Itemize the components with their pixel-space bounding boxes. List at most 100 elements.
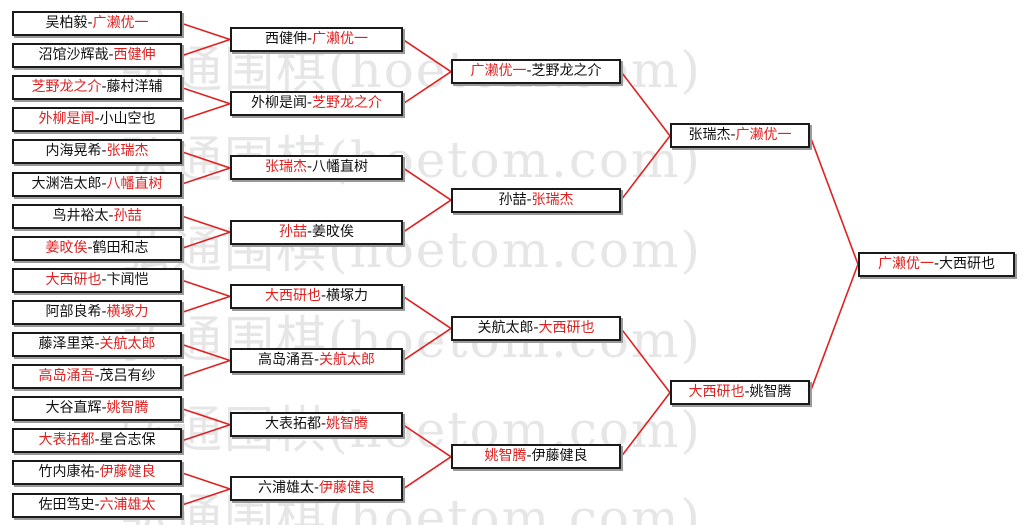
winner-name: 姚智腾	[484, 448, 527, 465]
match-box-round-2: 孙喆-姜旼俟	[230, 219, 403, 245]
match-box-round-3: 广濑优一-芝野龙之介	[451, 59, 621, 85]
player-name: 藤泽里菜	[38, 336, 95, 352]
player-name: 伊藤健良	[531, 448, 588, 465]
player-name: 茂吕有纱	[99, 368, 156, 385]
winner-name: 伊藤健良	[319, 480, 376, 497]
winner-name: 芝野龙之介	[31, 79, 102, 96]
winner-name: 广濑优一	[470, 63, 527, 80]
bracket-connector	[181, 86, 231, 105]
versus-separator: -	[730, 127, 736, 144]
versus-separator: -	[526, 63, 532, 80]
versus-separator: -	[94, 464, 100, 481]
bracket-connector	[402, 199, 452, 233]
bracket-connector	[181, 472, 231, 490]
winner-name: 芝野龙之介	[312, 95, 383, 112]
versus-separator: -	[101, 271, 107, 288]
versus-separator: -	[101, 400, 107, 417]
versus-separator: -	[94, 368, 100, 385]
versus-separator: -	[306, 31, 313, 48]
match-box-round-1: 佐田笃史-六浦雄太	[12, 492, 182, 518]
versus-separator: -	[87, 15, 93, 31]
match-box-round-2: 六浦雄太-伊藤健良	[230, 476, 403, 502]
winner-name: 张瑞杰	[106, 143, 149, 160]
match-box-round-2: 外柳是闻-芝野龙之介	[230, 91, 403, 117]
match-box-round-3: 关航太郎-大西研也	[451, 315, 621, 341]
bracket-connector	[181, 215, 231, 233]
versus-separator: -	[306, 95, 313, 112]
versus-separator: -	[526, 191, 532, 208]
match-box-round-3: 孙喆-张瑞杰	[451, 187, 621, 213]
versus-separator: -	[101, 175, 107, 192]
winner-name: 大表拓都	[38, 432, 95, 449]
match-box-round-1: 高岛涌吾-茂吕有纱	[12, 364, 182, 390]
versus-separator: -	[94, 496, 100, 513]
match-box-round-4: 大西研也-姚智腾	[670, 380, 810, 406]
bracket-connector	[620, 135, 671, 201]
match-box-round-1: 外柳是闻-小山空也	[12, 107, 182, 133]
match-box-round-3: 姚智腾-伊藤健良	[451, 444, 621, 470]
bracket-connector	[402, 295, 452, 330]
player-name: 卞闻恺	[106, 271, 149, 288]
match-box-round-1: 内海晃希-张瑞杰	[12, 139, 182, 165]
player-name: 姚智腾	[749, 384, 792, 401]
bracket-connector	[181, 38, 231, 57]
match-box-round-2: 大西研也-横塚力	[230, 283, 403, 309]
match-box-round-1: 大谷直辉-姚智腾	[12, 396, 182, 422]
match-box-round-1: 大西研也-卞闻恺	[12, 267, 182, 293]
bracket-connector	[181, 102, 231, 121]
versus-separator: -	[94, 336, 100, 352]
winner-name: 大西研也	[688, 384, 745, 401]
player-name: 横塚力	[326, 287, 369, 304]
player-name: 吴柏毅	[45, 15, 88, 31]
versus-separator: -	[533, 319, 539, 336]
winner-name: 关航太郎	[319, 352, 376, 369]
winner-name: 张瑞杰	[531, 191, 574, 208]
bracket-connector	[402, 327, 452, 362]
winner-name: 张瑞杰	[264, 159, 307, 176]
winner-name: 姜旼俟	[45, 239, 88, 256]
versus-separator: -	[94, 432, 100, 449]
match-box-round-1: 竹内康祐-伊藤健良	[12, 460, 182, 486]
winner-name: 高岛涌吾	[38, 368, 95, 385]
versus-separator: -	[101, 143, 107, 160]
bracket-connector	[181, 343, 231, 362]
player-name: 高岛涌吾	[257, 352, 314, 369]
bracket-connector	[402, 167, 452, 201]
player-name: 内海晃希	[45, 143, 102, 160]
bracket-connector	[620, 327, 671, 394]
match-box-round-5: 广濑优一-大西研也	[858, 251, 1015, 277]
versus-separator: -	[320, 416, 327, 433]
player-name: 大渊浩太郎	[31, 175, 102, 192]
player-name: 星合志保	[99, 432, 156, 449]
versus-separator: -	[108, 207, 114, 224]
versus-separator: -	[313, 480, 320, 497]
winner-name: 姚智腾	[106, 400, 149, 417]
winner-name: 六浦雄太	[99, 496, 156, 513]
versus-separator: -	[101, 79, 107, 96]
match-box-round-2: 大表拓都-姚智腾	[230, 412, 403, 438]
player-name: 六浦雄太	[257, 480, 314, 497]
player-name: 关航太郎	[477, 319, 534, 336]
versus-separator: -	[108, 47, 114, 64]
player-name: 沼馆沙辉哉	[38, 47, 109, 64]
player-name: 阿部良希	[45, 303, 102, 320]
versus-separator: -	[933, 255, 940, 272]
player-name: 大谷直辉	[45, 400, 102, 417]
bracket-connector	[181, 151, 231, 169]
player-name: 张瑞杰	[688, 127, 731, 144]
versus-separator: -	[526, 448, 532, 465]
player-name: 鹤田和志	[92, 239, 149, 256]
match-box-round-2: 张瑞杰-八幡直树	[230, 155, 403, 181]
winner-name: 关航太郎	[99, 336, 156, 352]
winner-name: 姚智腾	[326, 416, 369, 433]
versus-separator: -	[320, 287, 327, 304]
winner-name: 广濑优一	[92, 15, 149, 31]
match-box-round-1: 吴柏毅-广濑优一	[12, 11, 182, 36]
player-name: 孙喆	[498, 191, 527, 208]
player-name: 藤村洋辅	[106, 79, 163, 96]
versus-separator: -	[313, 352, 320, 369]
match-box-round-2: 高岛涌吾-关航太郎	[230, 348, 403, 374]
versus-separator: -	[744, 384, 750, 401]
player-name: 芝野龙之介	[531, 63, 602, 80]
player-name: 八幡直树	[312, 159, 369, 176]
